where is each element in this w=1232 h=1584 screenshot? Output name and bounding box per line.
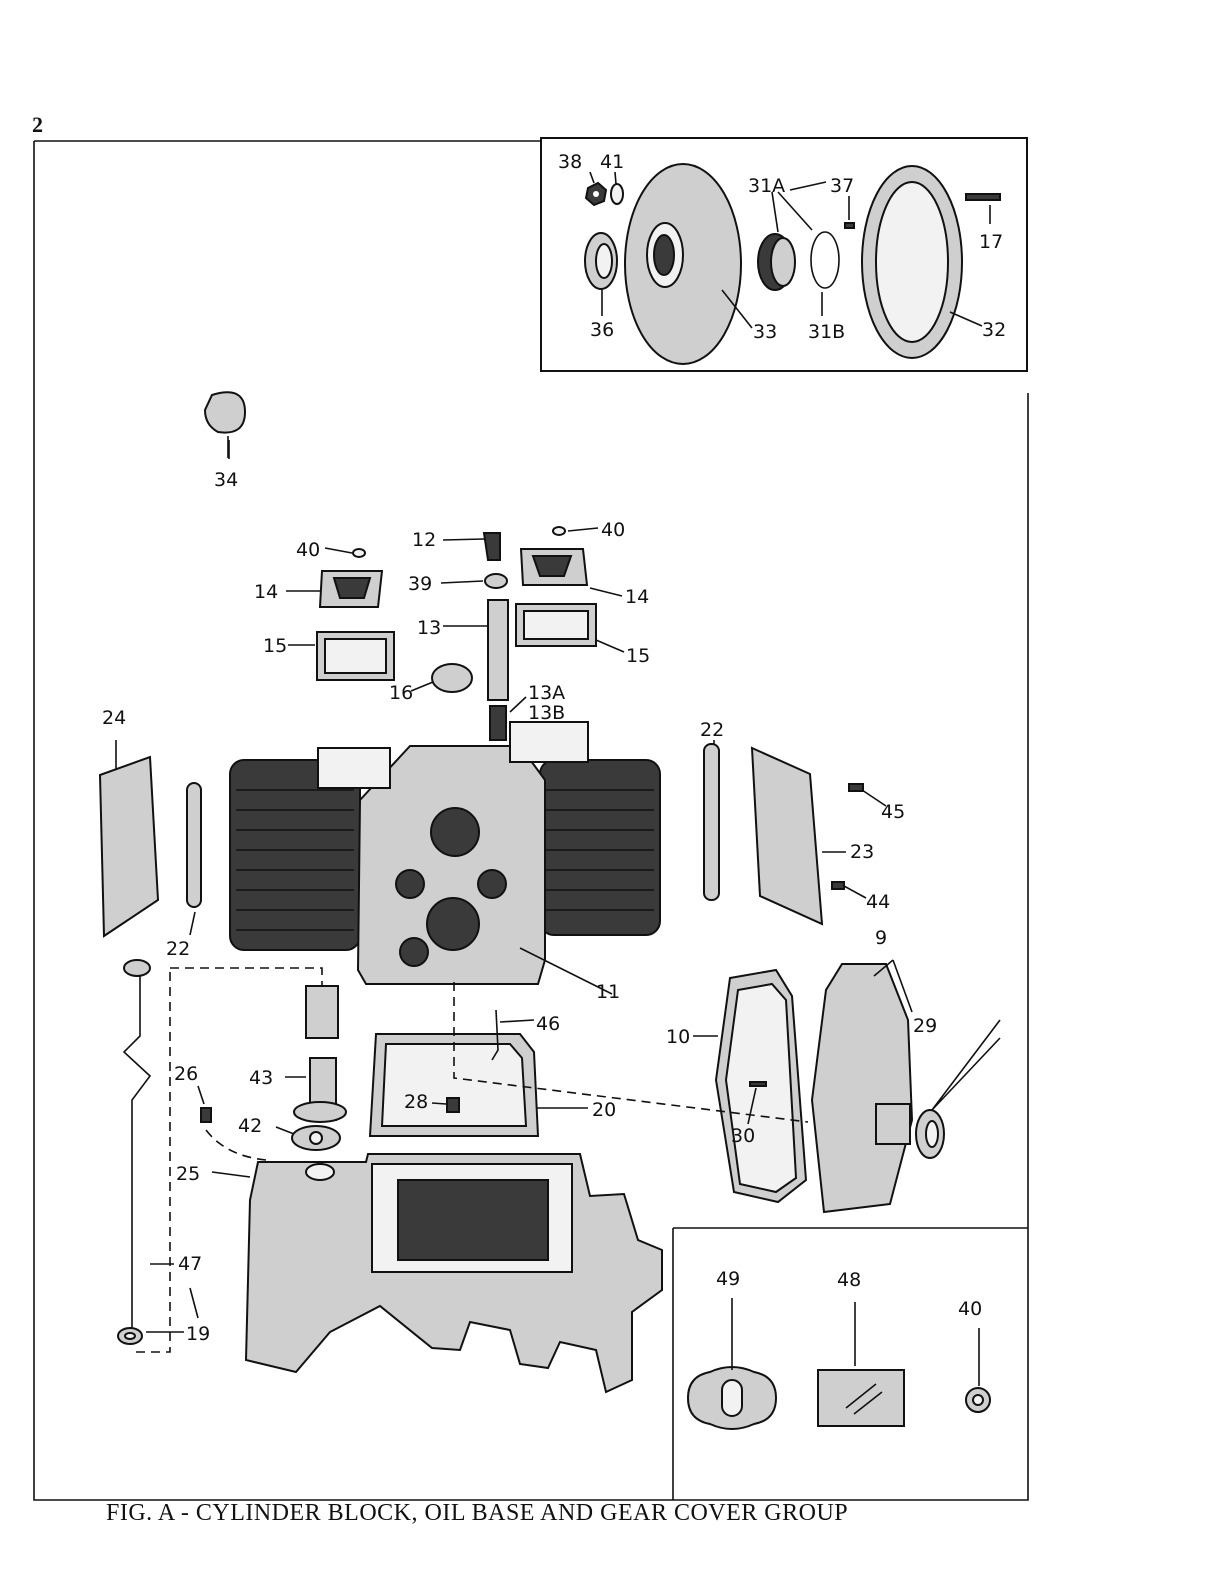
part-36-seal bbox=[584, 232, 618, 290]
part-25-oil-base bbox=[244, 1153, 663, 1394]
part-13A-13B-valve bbox=[489, 705, 507, 741]
callout-26: 26 bbox=[174, 1063, 198, 1085]
part-13-tube bbox=[487, 599, 509, 701]
callout-30: 30 bbox=[731, 1125, 755, 1147]
callout-40-left: 40 bbox=[296, 539, 320, 561]
callout-44: 44 bbox=[866, 891, 890, 913]
callout-32: 32 bbox=[982, 319, 1006, 341]
part-20-base-gasket bbox=[368, 1033, 540, 1137]
callout-33: 33 bbox=[753, 321, 777, 343]
callout-31a: 31A bbox=[748, 175, 785, 197]
callout-38: 38 bbox=[558, 151, 582, 173]
callout-49: 49 bbox=[716, 1268, 740, 1290]
part-33-gear-cover bbox=[624, 163, 742, 365]
callout-47: 47 bbox=[178, 1253, 202, 1275]
part-23-right-head bbox=[750, 746, 846, 926]
part-12-elbow bbox=[482, 532, 501, 561]
part-15-right-gasket bbox=[515, 603, 597, 647]
callout-16: 16 bbox=[389, 682, 413, 704]
callout-28: 28 bbox=[404, 1091, 428, 1113]
part-39-bushing bbox=[484, 573, 508, 589]
callout-46: 46 bbox=[536, 1013, 560, 1035]
callout-25: 25 bbox=[176, 1163, 200, 1185]
part-26-fitting bbox=[200, 1107, 212, 1123]
part-14-right-cover bbox=[519, 548, 589, 586]
gear-cover-inset bbox=[540, 137, 1028, 372]
part-31A-bushing bbox=[757, 233, 796, 291]
part-22-right-gasket bbox=[703, 740, 720, 901]
callout-9: 9 bbox=[875, 927, 887, 949]
leader-lines bbox=[146, 440, 1001, 1386]
gasket-inset bbox=[672, 1227, 1028, 1500]
callout-36: 36 bbox=[590, 319, 614, 341]
callout-39: 39 bbox=[408, 573, 432, 595]
callout-22-left: 22 bbox=[166, 938, 190, 960]
part-19-washer bbox=[117, 1327, 143, 1345]
inset-leader-lines bbox=[589, 171, 991, 329]
callout-11: 11 bbox=[596, 981, 620, 1003]
callout-37: 37 bbox=[830, 175, 854, 197]
callout-14-left: 14 bbox=[254, 581, 278, 603]
part-37-pin bbox=[844, 222, 855, 229]
part-28-plug bbox=[446, 1097, 460, 1113]
part-47-dipstick bbox=[122, 959, 152, 1330]
callout-48: 48 bbox=[837, 1269, 861, 1291]
callout-12: 12 bbox=[412, 529, 436, 551]
main-frame bbox=[33, 140, 1029, 1501]
part-41-washer bbox=[610, 183, 624, 205]
callout-40-inset: 40 bbox=[958, 1298, 982, 1320]
part-16-plug bbox=[431, 663, 473, 693]
callout-13b: 13B bbox=[528, 702, 565, 724]
callout-22-right: 22 bbox=[700, 719, 724, 741]
callout-29: 29 bbox=[913, 1015, 937, 1037]
callout-43: 43 bbox=[249, 1067, 273, 1089]
part-38-nut bbox=[584, 181, 608, 207]
part-32-gasket bbox=[861, 165, 963, 359]
callout-40-right: 40 bbox=[601, 519, 625, 541]
callout-34: 34 bbox=[214, 469, 238, 491]
callout-42: 42 bbox=[238, 1115, 262, 1137]
callout-13a: 13A bbox=[528, 682, 565, 704]
dashed-assembly-lines bbox=[132, 967, 809, 1353]
part-29-oil-seal bbox=[915, 1109, 945, 1159]
part-43-breather bbox=[293, 985, 347, 1123]
part-40-washer-inset bbox=[965, 1387, 991, 1413]
callout-20: 20 bbox=[592, 1099, 616, 1121]
part-42-gasket bbox=[291, 1125, 341, 1151]
callout-24: 24 bbox=[102, 707, 126, 729]
part-48-gasket bbox=[817, 1369, 905, 1427]
part-17-key bbox=[965, 193, 1001, 201]
part-9-gear-case bbox=[810, 963, 914, 1214]
part-24-left-head bbox=[98, 740, 160, 938]
figure-caption: FIG. A - CYLINDER BLOCK, OIL BASE AND GE… bbox=[106, 1500, 849, 1526]
callout-15-left: 15 bbox=[263, 635, 287, 657]
part-15-left-gasket bbox=[316, 631, 395, 681]
callout-10: 10 bbox=[666, 1026, 690, 1048]
callout-14-right: 14 bbox=[625, 586, 649, 608]
callout-13: 13 bbox=[417, 617, 441, 639]
callout-31b: 31B bbox=[808, 321, 845, 343]
callout-41: 41 bbox=[600, 151, 624, 173]
part-34-bearing bbox=[203, 391, 247, 458]
part-40-washers bbox=[352, 526, 566, 558]
part-30-pin bbox=[747, 1081, 767, 1125]
part-22-left-gasket bbox=[186, 782, 202, 936]
part-11-cylinder-block bbox=[229, 721, 661, 995]
callout-45: 45 bbox=[881, 801, 905, 823]
part-14-left-cover bbox=[318, 570, 384, 608]
callout-15-right: 15 bbox=[626, 645, 650, 667]
callout-19: 19 bbox=[186, 1323, 210, 1345]
part-46-wire bbox=[491, 1009, 499, 1061]
callout-23: 23 bbox=[850, 841, 874, 863]
callout-labels: 38 41 31A 37 17 36 33 31B 32 34 40 12 40… bbox=[102, 151, 1006, 1345]
page-number: 2 bbox=[32, 112, 43, 137]
callout-17: 17 bbox=[979, 231, 1003, 253]
part-31B-ring bbox=[810, 231, 840, 289]
part-49-gasket bbox=[686, 1366, 778, 1430]
part-45-44-screws bbox=[831, 783, 887, 899]
